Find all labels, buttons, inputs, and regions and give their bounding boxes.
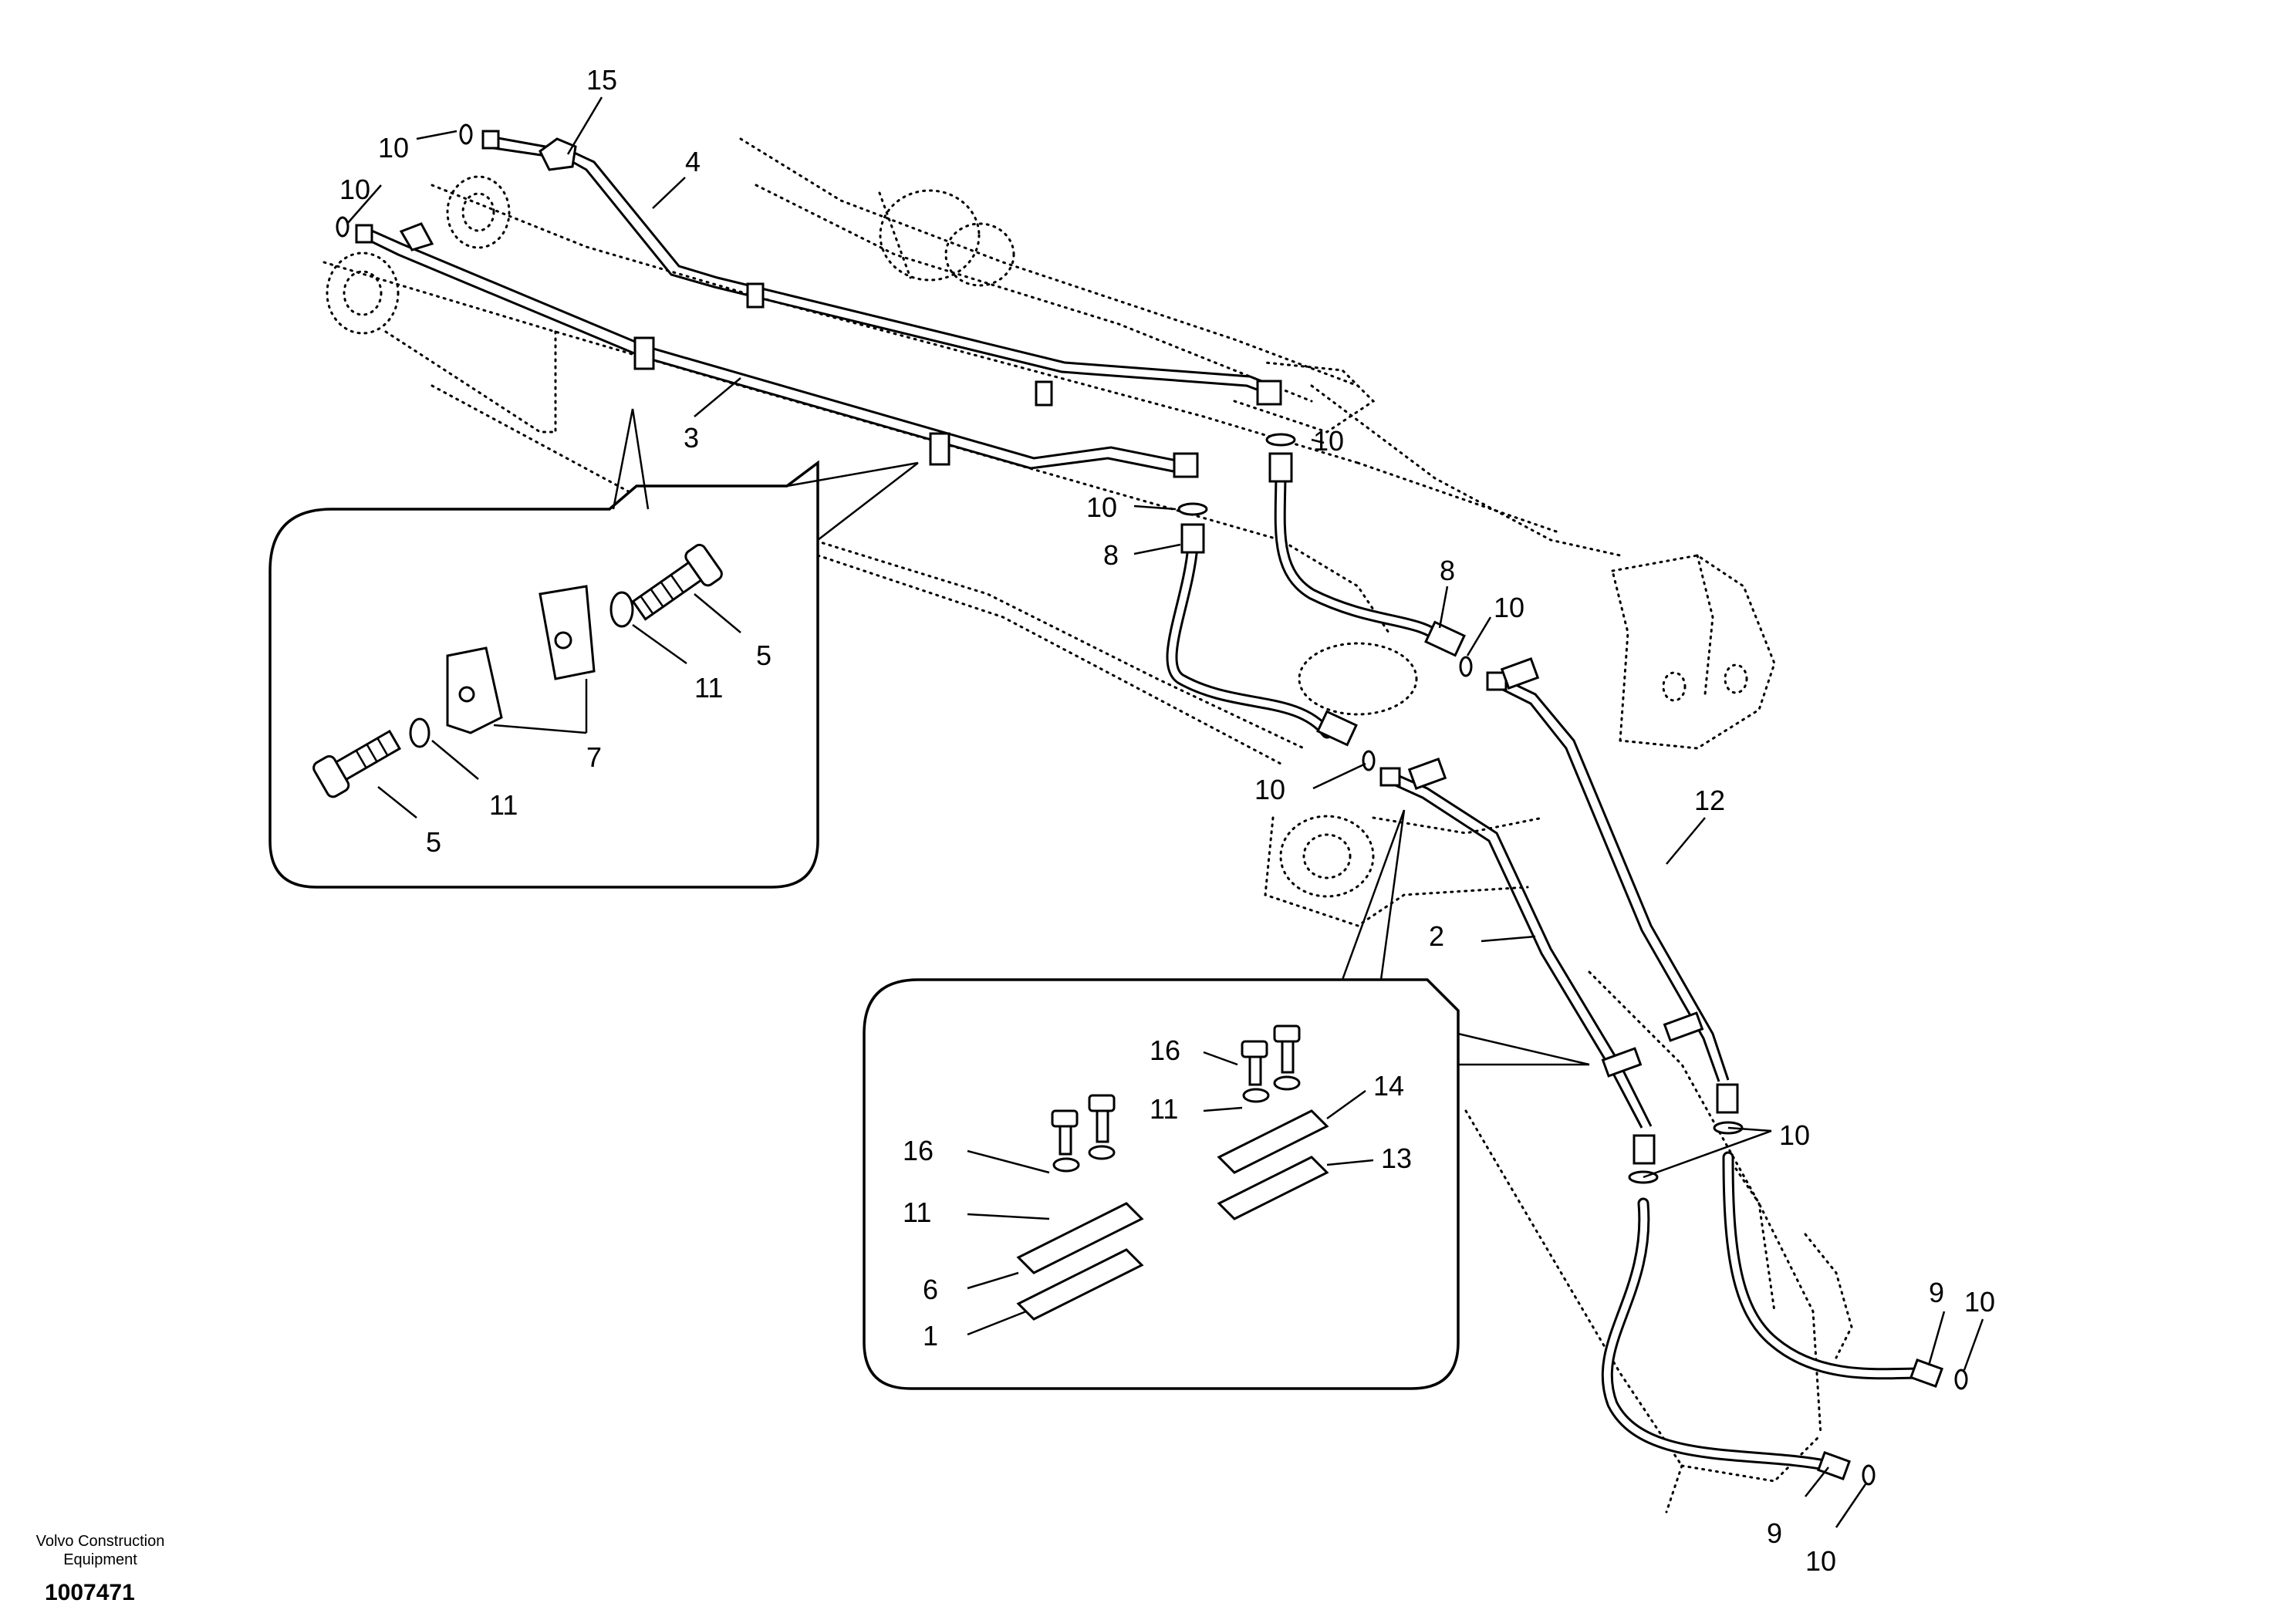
pipe-3-nipple: [355, 224, 373, 244]
hose-9-left[interactable]: [1601, 1197, 1835, 1472]
callout-3: 3: [684, 422, 699, 454]
hose-8-left-end: [1316, 710, 1358, 747]
detail-callout-5-b: 5: [426, 826, 441, 858]
detail-panel-left: [268, 408, 919, 889]
detail-callout-1: 1: [923, 1320, 938, 1352]
o-ring-10-b: [1177, 502, 1208, 516]
washer-11-b: [1052, 1157, 1080, 1173]
lock-washer-11-lower: [409, 717, 430, 748]
bolt-16-c: [1088, 1094, 1116, 1112]
callout-15: 15: [586, 64, 617, 96]
clamp-1: [1016, 1248, 1144, 1321]
hose-8-right-end: [1424, 620, 1466, 657]
callout-10-top-a: 10: [378, 132, 409, 164]
detail-callout-11-a: 11: [694, 672, 723, 704]
pipe-4-nipple: [481, 130, 500, 150]
callout-10-top-b: 10: [339, 174, 370, 205]
callout-10-mid: 10: [1494, 592, 1524, 623]
callout-2: 2: [1429, 920, 1444, 952]
callout-8-b: 8: [1440, 555, 1455, 586]
washer-11-a: [1242, 1088, 1270, 1103]
detail-callout-11-c: 11: [1150, 1093, 1178, 1125]
hose-8-right-fitting: [1268, 452, 1293, 483]
callout-labels: 15 10 10 4 3 10 10 8 8 10 10 12 2 10 9 1…: [339, 64, 1995, 1577]
footer: Volvo Construction Equipment 1007471: [36, 1533, 165, 1605]
o-ring-10-g: [1862, 1464, 1876, 1486]
detail-callout-7: 7: [586, 741, 602, 773]
bolt-16-d: [1051, 1109, 1079, 1128]
pipe-2-nipple: [1379, 767, 1401, 787]
pipe-clamp-d: [929, 432, 950, 466]
detail-panel-right: [863, 809, 1590, 1390]
detail-callout-14: 14: [1373, 1070, 1404, 1102]
callout-10-right-a: 10: [1313, 425, 1344, 457]
hose-8-left-fitting: [1180, 523, 1205, 554]
pipe-clamp-a: [746, 282, 765, 309]
callout-10-hose: 10: [1779, 1119, 1810, 1151]
clamp-6: [1016, 1202, 1144, 1274]
pipe-clamp-15: [539, 137, 577, 171]
detail-callout-16-a: 16: [1150, 1034, 1180, 1066]
footer-company-line2: Equipment: [63, 1551, 137, 1568]
callout-10-end-a: 10: [1964, 1286, 1995, 1318]
detail-callout-16-b: 16: [903, 1135, 934, 1166]
pipe-clamp-3-rear: [399, 222, 434, 251]
bolt-16-a: [1273, 1024, 1301, 1043]
hose-8-right[interactable]: [1274, 466, 1449, 646]
clamp-half-7-lower: [446, 646, 503, 734]
detail-callout-13: 13: [1381, 1142, 1412, 1174]
pipe-12-clamp-lower: [1663, 1011, 1704, 1042]
clamp-14: [1217, 1109, 1329, 1174]
pipe-2-clamp-top: [1407, 758, 1447, 790]
callout-10-lower: 10: [1254, 774, 1285, 805]
callout-4: 4: [685, 146, 701, 177]
pipe-clamp-c: [633, 336, 655, 370]
leader-lines: [346, 96, 1984, 1528]
detail-callout-11-b: 11: [489, 789, 518, 821]
hose-9-right[interactable]: [1722, 1151, 1927, 1380]
pipe-2-clamp-lower: [1601, 1047, 1643, 1078]
bolt-5-lower: [312, 729, 402, 798]
o-ring-10-d: [1362, 750, 1376, 771]
hose-9-left-fitting: [1633, 1134, 1656, 1165]
clamp-13: [1217, 1156, 1329, 1220]
callout-9-b: 9: [1767, 1517, 1782, 1549]
pipe-clamp-b: [1035, 380, 1053, 407]
pipe-3[interactable]: [366, 227, 1189, 475]
o-ring-10-c: [1459, 656, 1473, 677]
pipe-end-fitting-3: [1173, 452, 1199, 478]
bolt-16-b: [1241, 1040, 1268, 1058]
detail-callout-11-d: 11: [903, 1196, 931, 1228]
detail-callout-6: 6: [923, 1274, 938, 1305]
o-ring-top-b: [336, 216, 349, 238]
hose-9-right-end: [1909, 1358, 1944, 1389]
callout-9-a: 9: [1929, 1277, 1944, 1308]
callout-12: 12: [1694, 785, 1725, 816]
pipe-end-fitting-4: [1256, 380, 1282, 406]
detail-callout-5-a: 5: [756, 640, 772, 671]
footer-company-line1: Volvo Construction: [36, 1533, 165, 1550]
lock-washer-11-upper: [609, 591, 634, 628]
o-ring-10-h: [1954, 1369, 1968, 1390]
hose-9-right-fitting: [1716, 1083, 1739, 1114]
pipe-12-clamp-top: [1500, 657, 1540, 690]
pipe-12[interactable]: [1496, 674, 1730, 1082]
hose-8-left[interactable]: [1166, 540, 1333, 739]
o-ring-10-a: [1265, 433, 1296, 447]
callout-10-right-b: 10: [1086, 491, 1117, 523]
callout-8-a: 8: [1103, 539, 1119, 571]
hose-9-left-end: [1816, 1450, 1852, 1481]
callout-10-end-b: 10: [1805, 1545, 1836, 1577]
bolt-5-upper: [631, 543, 723, 621]
o-ring-top-a: [459, 123, 473, 145]
drawing-number: 1007471: [45, 1580, 135, 1605]
pipe-4[interactable]: [493, 136, 1274, 397]
